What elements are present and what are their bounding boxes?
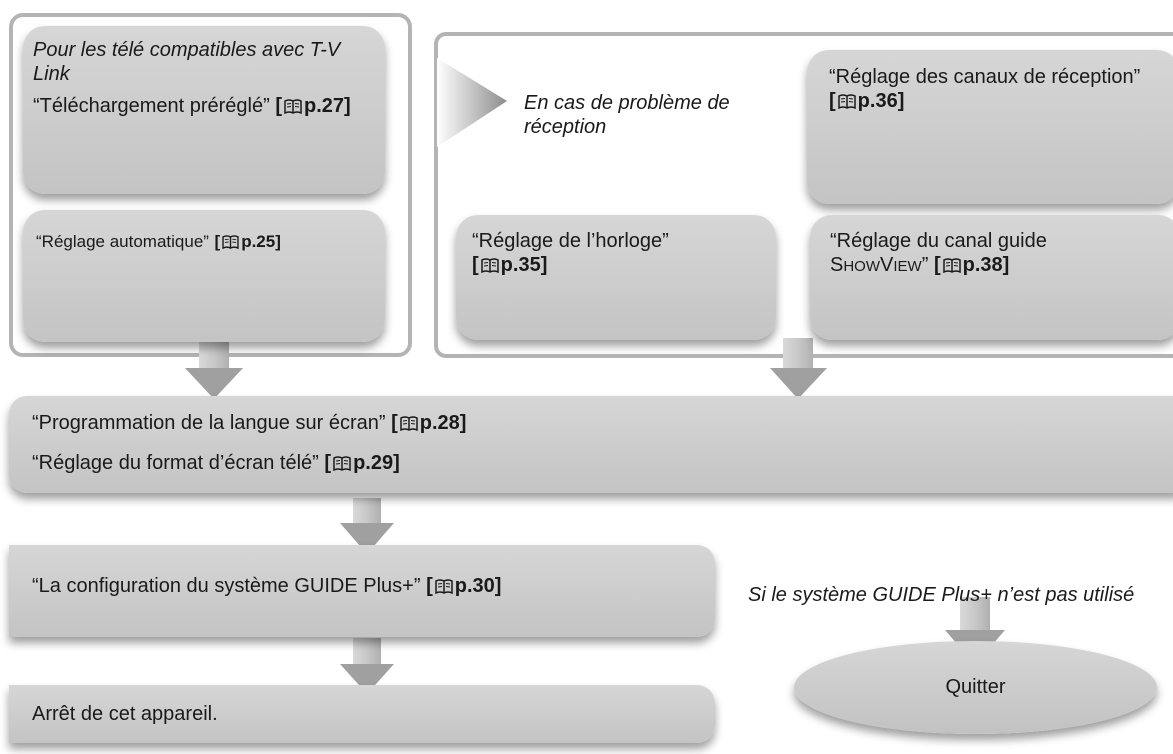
page-ref-29: [p.29]	[324, 452, 399, 474]
quit-ellipse: Quitter	[794, 641, 1157, 734]
guide-unused-note: Si le système GUIDE Plus+ n’est pas util…	[748, 584, 1135, 606]
reception-problem-note: En cas de problème de réception	[524, 92, 730, 138]
tv-link-condition: Pour les télé compatibles avec T-V Link	[33, 39, 341, 85]
showview-brand: SHOWVIEW”	[830, 254, 929, 276]
auto-tuning-box: “Réglage automatique” [p.25]	[23, 210, 385, 342]
book-icon	[837, 91, 856, 115]
power-off-box: Arrêt de cet appareil.	[9, 685, 715, 743]
page-ref-38: [p.38]	[934, 254, 1009, 276]
book-icon	[435, 576, 453, 600]
channels-box: “Réglage des canaux de réception” [p.36]	[807, 50, 1173, 204]
power-off-label: Arrêt de cet appareil.	[32, 703, 218, 725]
page-ref-25: [p.25]	[215, 232, 281, 251]
tv-link-box: Pour les télé compatibles avec T-V Link …	[23, 26, 385, 194]
preset-download-label: “Téléchargement préréglé”	[33, 95, 270, 117]
page-ref-35: [p.35]	[472, 254, 547, 276]
auto-tuning-label: “Réglage automatique”	[36, 232, 209, 251]
page-ref-27: [p.27]	[275, 95, 350, 117]
page-ref-36: [p.36]	[829, 90, 904, 112]
arrow-down-mid1	[340, 498, 394, 554]
showview-label: “Réglage du canal guide	[830, 230, 1047, 252]
language-label: “Programmation de la langue sur écran”	[32, 412, 386, 434]
page-ref-28: [p.28]	[391, 412, 466, 434]
arrow-right	[437, 58, 507, 147]
language-format-box: “Programmation de la langue sur écran” […	[9, 396, 1173, 493]
arrow-down-right	[770, 338, 827, 399]
showview-box: “Réglage du canal guide SHOWVIEW” [p.38]	[810, 215, 1173, 340]
screen-format-label: “Réglage du format d’écran télé”	[32, 452, 319, 474]
book-icon	[480, 255, 499, 279]
page-ref-30: [p.30]	[426, 575, 501, 597]
clock-box: “Réglage de l’horloge” [p.35]	[456, 215, 776, 340]
channels-label: “Réglage des canaux de réception”	[829, 66, 1141, 88]
book-icon	[942, 255, 961, 279]
quit-label: Quitter	[945, 676, 1006, 698]
guide-plus-label: “La configuration du système GUIDE Plus+…	[32, 575, 421, 597]
book-icon	[333, 453, 351, 477]
clock-label: “Réglage de l’horloge”	[472, 230, 669, 252]
guide-plus-box: “La configuration du système GUIDE Plus+…	[9, 545, 715, 637]
arrow-down-left	[185, 338, 243, 399]
arrow-down-mid2	[340, 638, 394, 694]
book-icon	[222, 232, 239, 256]
book-icon	[284, 96, 302, 120]
book-icon	[400, 413, 418, 437]
